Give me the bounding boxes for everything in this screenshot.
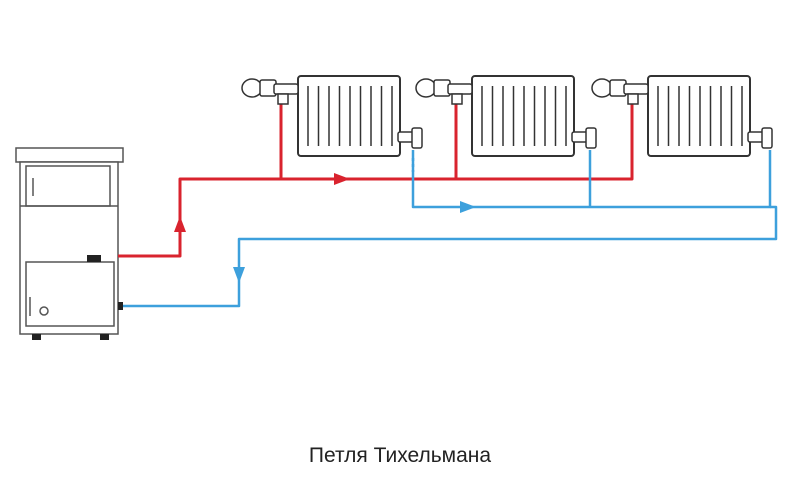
radiator-icon <box>471 75 575 157</box>
return-arrow-down <box>233 267 245 283</box>
boiler-icon <box>15 147 124 340</box>
supply-arrow-up <box>174 216 186 232</box>
thermostatic-valve-icon <box>591 78 649 105</box>
return-valve-icon <box>747 127 773 149</box>
supply-main-line <box>118 100 634 258</box>
return-valve-icon <box>571 127 597 149</box>
return-pipe <box>123 150 778 308</box>
radiator-icon <box>647 75 751 157</box>
return-valve-icon <box>397 127 423 149</box>
return-arrow-right <box>460 201 476 213</box>
radiator-icon <box>297 75 401 157</box>
supply-pipe <box>118 100 634 258</box>
return-branch-1 <box>411 150 590 209</box>
thermostatic-valve-icon <box>241 78 299 105</box>
diagram-caption: Петля Тихельмана <box>308 444 492 467</box>
return-to-boiler <box>123 205 778 308</box>
thermostatic-valve-icon <box>415 78 473 105</box>
supply-arrow-right <box>334 173 350 185</box>
radiators <box>241 75 773 157</box>
